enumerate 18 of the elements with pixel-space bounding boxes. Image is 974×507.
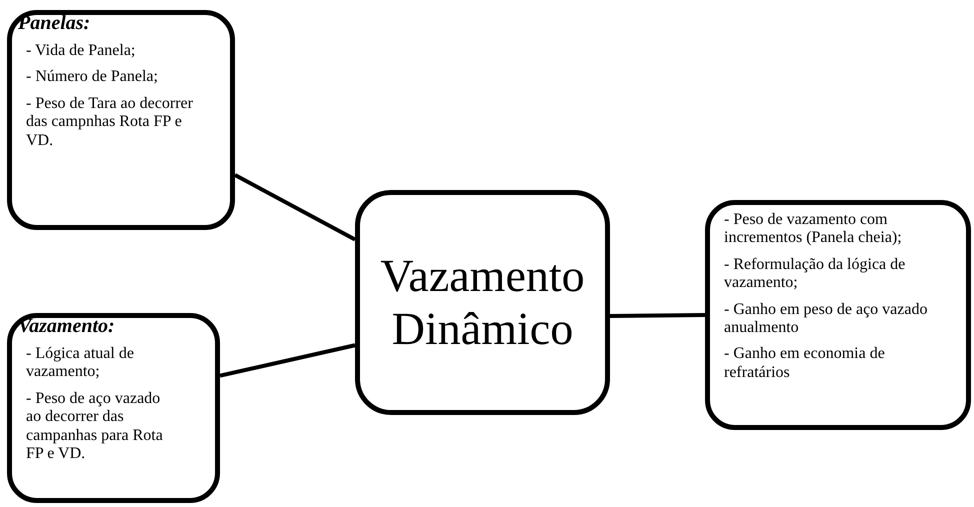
bullet-text: - Reformulação da lógica de vazamento; [724,256,906,293]
topic-box [7,10,235,230]
bullet-text: - Número de Panela; [26,68,159,87]
central-topic-text: Vazamento Dinâmico [379,250,586,356]
bullet-text: - Vida de Panela; [26,42,136,60]
bullet-text: - Peso de Tara ao decorrer das campnhas Rota FP e VD. [26,94,194,150]
connector-line [220,343,356,378]
bullet-text: - Ganho em peso de aço vazado anualmento [724,300,928,338]
bullet-text: - Peso de aço vazado ao decorrer das campanhas para Rota FP e VD. [26,390,164,464]
bullet-text: - Lógica atual de vazamento; [26,345,135,382]
bullet-text: - Ganho em economia de refratários [724,345,886,382]
topic-box [705,200,971,430]
bullet-text: - Peso de vazamento com incrementos (Panela cheia); [724,211,903,248]
central-topic-box [355,190,610,415]
connector-line [610,313,706,318]
topic-heading: Vazamento: [18,315,116,337]
topic-box [7,313,220,503]
connector-line [234,173,356,242]
